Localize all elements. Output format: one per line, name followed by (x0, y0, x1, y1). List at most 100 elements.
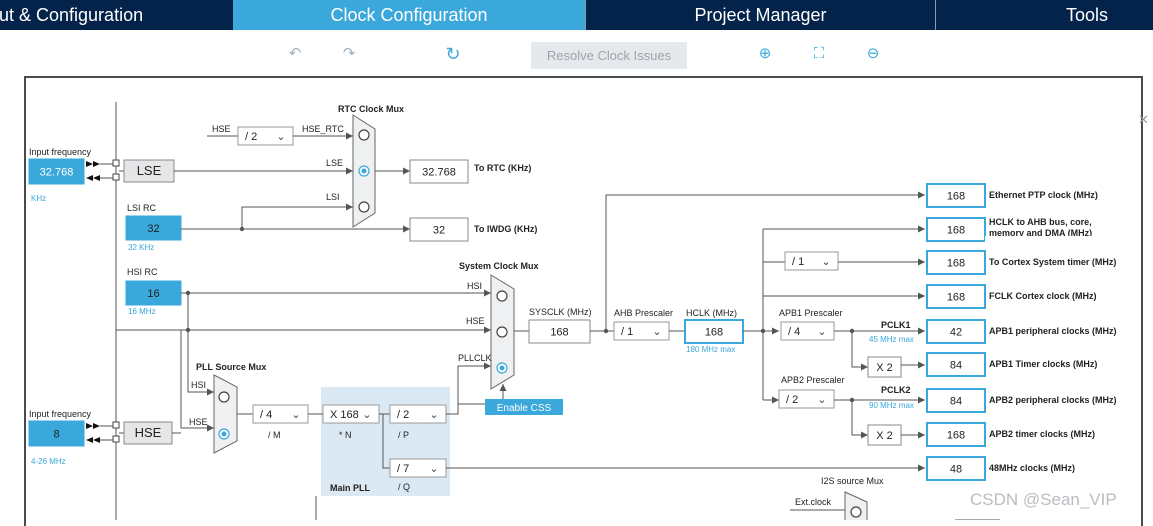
tab-clock-configuration[interactable]: Clock Configuration (233, 0, 585, 30)
resolve-clock-issues-button[interactable]: Resolve Clock Issues (531, 42, 687, 69)
output-value-6-frame (926, 388, 986, 413)
hse-frequency-input[interactable]: 8 (53, 429, 59, 441)
sysclk-value[interactable]: 168 (550, 327, 568, 339)
output-value-0-frame (926, 183, 986, 208)
hse-arrow-icon (86, 423, 93, 429)
apb2-prescaler-select[interactable]: / 2 (786, 394, 798, 406)
enable-css-button[interactable]: Enable CSS (497, 403, 552, 414)
output-value-5[interactable]: 84 (950, 360, 962, 372)
arrow-head (346, 167, 353, 175)
pll-n-multiplier-select[interactable]: X 168 (330, 409, 359, 421)
arrow-head (403, 225, 410, 233)
output-label-1: HCLK to AHB bus, core, (989, 217, 1092, 227)
pll-in-hsi-label: HSI (191, 380, 206, 390)
enable-css-frame (485, 399, 563, 415)
output-value-6[interactable]: 84 (950, 396, 962, 408)
arrow-head (918, 361, 925, 369)
rtc-hse-rtc-label: HSE_RTC (302, 124, 344, 134)
iwdg-output-value[interactable]: 32 (433, 225, 445, 237)
undo-icon[interactable]: ↶ (288, 45, 302, 62)
close-icon[interactable]: ✕ (1138, 112, 1149, 127)
hse-input-label: Input frequency (29, 409, 92, 419)
apb1-prescaler-select[interactable]: / 4 (788, 326, 800, 338)
fit-screen-icon[interactable]: ⛶ (813, 45, 825, 62)
apb1-prescaler-select-chevron-down-icon: ⌄ (817, 326, 826, 338)
sysclk-radio-hsi[interactable] (496, 290, 508, 302)
output-label-8: 48MHz clocks (MHz) (989, 463, 1075, 473)
tab-project-manager[interactable]: Project Manager (585, 0, 935, 30)
pll-p-label: / P (398, 430, 409, 440)
output-value-0[interactable]: 168 (947, 191, 965, 203)
output-value-2[interactable]: 168 (947, 258, 965, 270)
arrow-head (403, 167, 410, 175)
output-label-6: APB2 peripheral clocks (MHz) (989, 395, 1117, 405)
hclk-label: HCLK (MHz) (686, 308, 737, 318)
lse-frequency-input-frame (28, 158, 85, 185)
toolbar: ↶ ↷ ↻ Resolve Clock Issues ⊕ ⛶ ⊖ (0, 30, 1153, 76)
apb2-prescaler-select-chevron-down-icon: ⌄ (817, 394, 826, 406)
iwdg-output-value-frame (409, 217, 469, 242)
wire (851, 331, 868, 368)
pll-src-radio-hse-dot (221, 431, 227, 437)
arrow-head (499, 384, 507, 391)
apb1-timer-multiplier[interactable]: X 2 (876, 362, 893, 374)
lse-box[interactable]: LSE (137, 163, 162, 178)
hse-box[interactable]: HSE (135, 425, 162, 440)
refresh-icon[interactable]: ↻ (445, 44, 461, 64)
pll-q-divider-select[interactable]: / 7 (397, 463, 409, 475)
rtc-in-lsi-label: LSI (326, 192, 340, 202)
tab-bar: ut & Configuration Clock Configuration P… (0, 0, 1153, 30)
output-value-7[interactable]: 168 (947, 430, 965, 442)
output-label-0: Ethernet PTP clock (MHz) (989, 190, 1098, 200)
pll-p-divider-select[interactable]: / 2 (397, 409, 409, 421)
output-value-8[interactable]: 48 (950, 464, 962, 476)
arrow-head (861, 431, 868, 439)
hse-pin (112, 421, 120, 429)
arrow-head (918, 431, 925, 439)
zoom-out-icon[interactable]: ⊖ (866, 45, 880, 62)
hsi-label: HSI RC (127, 267, 158, 277)
arrow-head (346, 203, 353, 211)
output-label-5: APB1 Timer clocks (MHz) (989, 359, 1097, 369)
pll-source-mux-title: PLL Source Mux (196, 362, 266, 372)
apb1-prescaler-label: APB1 Prescaler (779, 308, 843, 318)
rtc-radio-hse[interactable] (358, 129, 370, 141)
sysclk-radio-hse[interactable] (496, 326, 508, 338)
pll-n-multiplier-select-chevron-down-icon: ⌄ (362, 409, 371, 421)
zoom-in-icon[interactable]: ⊕ (758, 45, 772, 62)
rtc-in-lse-label: LSE (326, 158, 343, 168)
lse-pin (112, 173, 120, 181)
lse-frequency-input[interactable]: 32.768 (40, 167, 74, 179)
pll-src-radio-hsi[interactable] (218, 391, 230, 403)
output-value-3-frame (926, 284, 986, 309)
hse-pin (112, 435, 120, 443)
hclk-value[interactable]: 168 (705, 327, 723, 339)
rtc-hse-divider-select[interactable]: / 2 (245, 131, 257, 143)
sys-in-pll-label: PLLCLK (458, 353, 492, 363)
rtc-radio-lsi[interactable] (358, 201, 370, 213)
cortex-timer-divider-select[interactable]: / 1 (792, 256, 804, 268)
i2s-radio-ext[interactable] (850, 506, 862, 518)
tab-pinout-configuration[interactable]: ut & Configuration (0, 5, 144, 25)
output-value-1-frame (926, 217, 986, 242)
hse-arrow-icon (93, 437, 100, 443)
arrow-head (918, 225, 925, 233)
junction-dot (849, 397, 855, 403)
hsi-value[interactable]: 16 (147, 288, 159, 300)
redo-icon[interactable]: ↷ (342, 45, 356, 62)
label-clip (985, 236, 1125, 246)
rtc-output-value[interactable]: 32.768 (422, 167, 456, 179)
output-value-1[interactable]: 168 (947, 225, 965, 237)
apb2-timer-multiplier[interactable]: X 2 (876, 430, 893, 442)
lse-unit: KHz (31, 194, 46, 203)
ahb-prescaler-select[interactable]: / 1 (621, 326, 633, 338)
output-value-4[interactable]: 42 (950, 327, 962, 339)
wire (851, 400, 868, 436)
output-value-3[interactable]: 168 (947, 292, 965, 304)
tab-tools[interactable]: Tools (935, 0, 1153, 30)
lsi-value[interactable]: 32 (147, 223, 159, 235)
pll-q-divider-select-chevron-down-icon: ⌄ (429, 463, 438, 475)
hse-arrow-icon (93, 423, 100, 429)
lse-arrow-icon (93, 175, 100, 181)
pll-m-divider-select[interactable]: / 4 (260, 409, 272, 421)
